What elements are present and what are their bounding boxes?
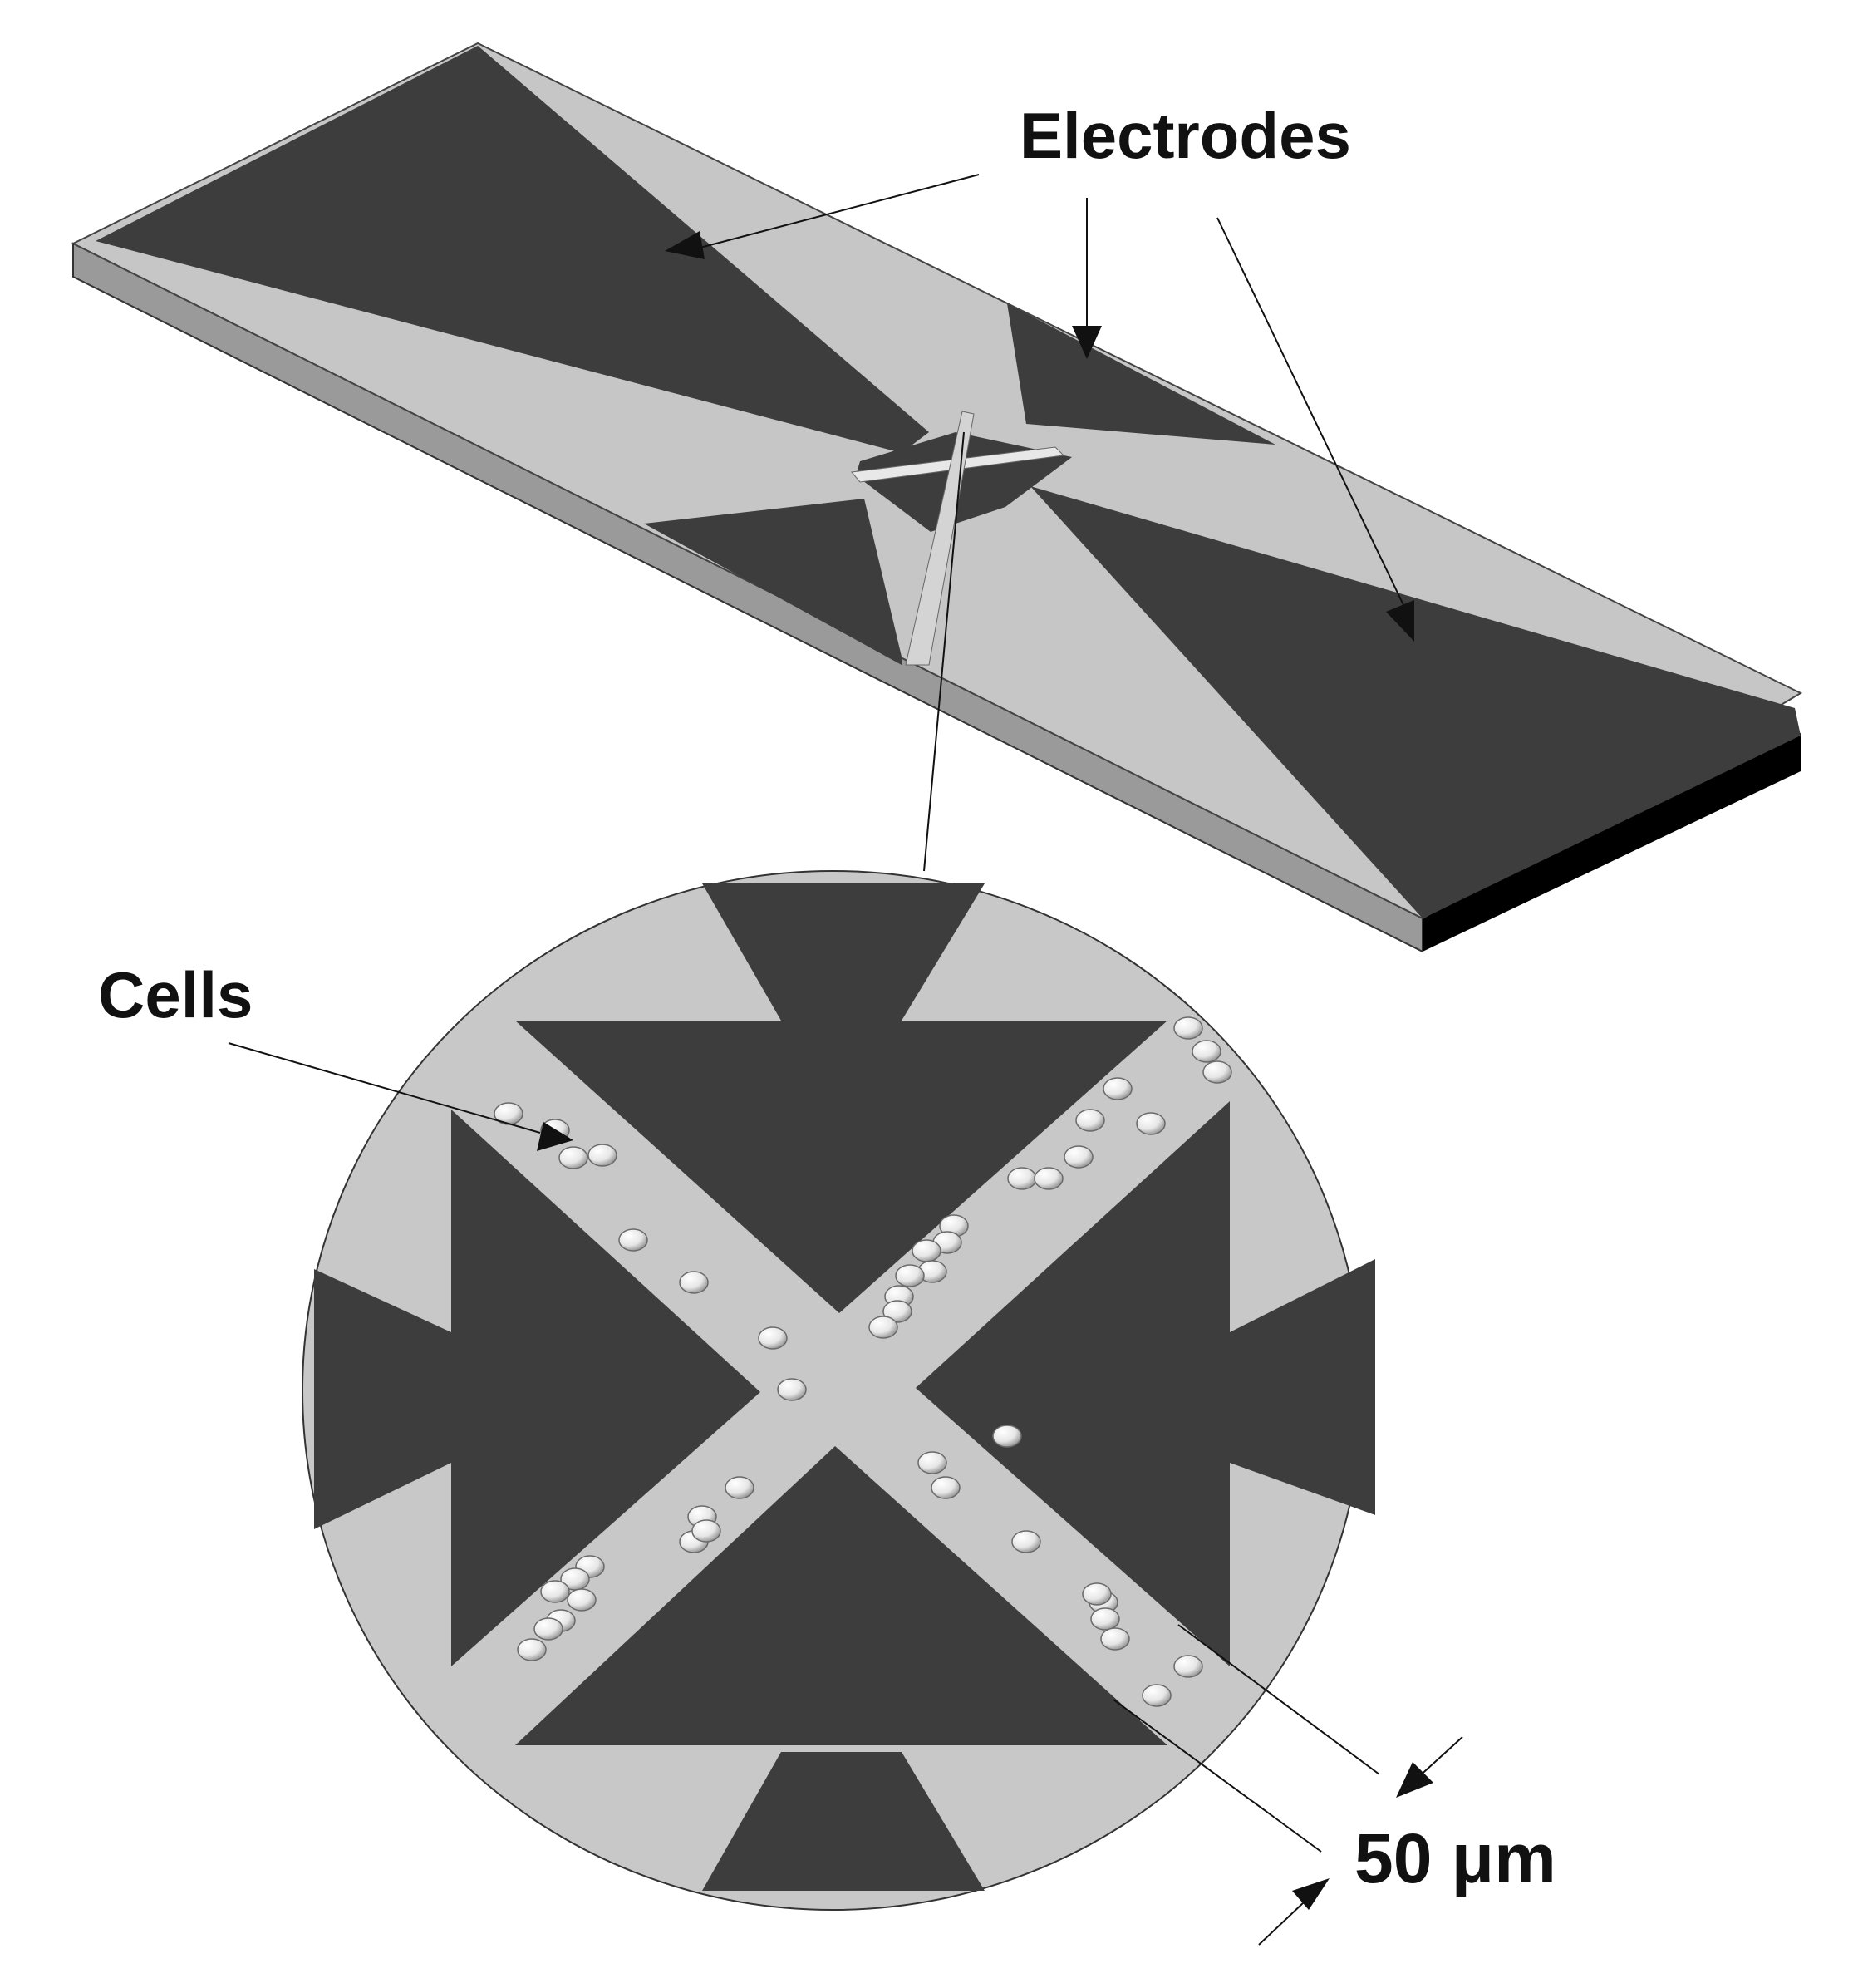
chip-channel-b (905, 411, 975, 666)
cells-arrow (537, 1122, 573, 1151)
cell-11 (1202, 1060, 1232, 1084)
cell-43 (992, 1425, 1022, 1448)
chip-right-edge (1423, 733, 1801, 952)
scale-ext-line-2 (1113, 1699, 1322, 1853)
cell-13 (1136, 1112, 1166, 1135)
chip-electrode-bottom (644, 499, 902, 665)
cell-15 (1064, 1145, 1094, 1169)
electrodes-arrow-3 (1386, 600, 1414, 642)
cell-5 (618, 1228, 648, 1252)
cell-6 (679, 1271, 709, 1294)
scale-tick-bottom (1258, 1901, 1305, 1946)
cell-46 (567, 1588, 597, 1612)
chip-electrode-top (1007, 303, 1275, 445)
cell-27 (931, 1476, 961, 1499)
cell-3 (558, 1146, 588, 1169)
scale-arrow-top (1396, 1762, 1433, 1798)
electrode-tab-left (314, 1269, 451, 1529)
cell-8 (777, 1378, 807, 1401)
scale-tick-top (1416, 1736, 1463, 1779)
electrode-bottom (515, 1446, 1167, 1745)
electrode-tab-top (702, 883, 985, 1021)
electrode-tab-bottom (702, 1752, 985, 1891)
cell-16 (1007, 1167, 1037, 1190)
cell-37 (517, 1638, 547, 1661)
electrodes-arrow-1 (665, 231, 705, 259)
cell-36 (533, 1617, 563, 1641)
zoom-leader-line (923, 431, 965, 872)
cell-10 (1192, 1040, 1221, 1063)
cells-label: Cells (98, 958, 253, 1031)
cell-28 (1011, 1530, 1041, 1553)
magnified-view (302, 870, 1375, 1911)
cell-20 (912, 1239, 941, 1262)
cell-45 (691, 1519, 721, 1543)
electrode-left (451, 1110, 760, 1666)
cell-26 (917, 1451, 947, 1474)
cell-9 (1173, 1016, 1203, 1040)
electrodes-arrow-2 (1072, 326, 1102, 359)
cell-41 (1173, 1655, 1203, 1678)
electrodes-label: Electrodes (1020, 99, 1351, 172)
cell-12 (1103, 1077, 1133, 1100)
cell-29 (725, 1476, 754, 1499)
chip-electrode-right (1030, 486, 1801, 918)
cell-4 (587, 1144, 617, 1167)
cell-39 (1090, 1607, 1120, 1631)
cell-17 (1034, 1167, 1064, 1190)
electrodes-leader-1 (693, 174, 980, 250)
cells-leader (228, 1042, 541, 1134)
cell-40 (1100, 1627, 1130, 1651)
cell-44 (1082, 1582, 1112, 1606)
cell-22 (895, 1264, 925, 1287)
electrodes-leader-3 (1216, 217, 1405, 608)
chip-electrode-left (96, 46, 929, 453)
scale-ext-line-1 (1177, 1624, 1380, 1775)
scale-arrow-bottom (1292, 1878, 1330, 1910)
cell-42 (1142, 1684, 1172, 1707)
cell-7 (758, 1326, 788, 1350)
cell-34 (540, 1580, 570, 1603)
electrode-tab-right (1230, 1259, 1375, 1515)
electrode-top (515, 1021, 1167, 1313)
cell-24 (882, 1300, 912, 1323)
cell-14 (1075, 1109, 1105, 1132)
cell-25 (868, 1316, 898, 1339)
chip-slab (71, 42, 1803, 953)
scale-label: 50 μm (1354, 1819, 1556, 1897)
cells-group (494, 1016, 1232, 1707)
electrode-right (916, 1101, 1230, 1666)
